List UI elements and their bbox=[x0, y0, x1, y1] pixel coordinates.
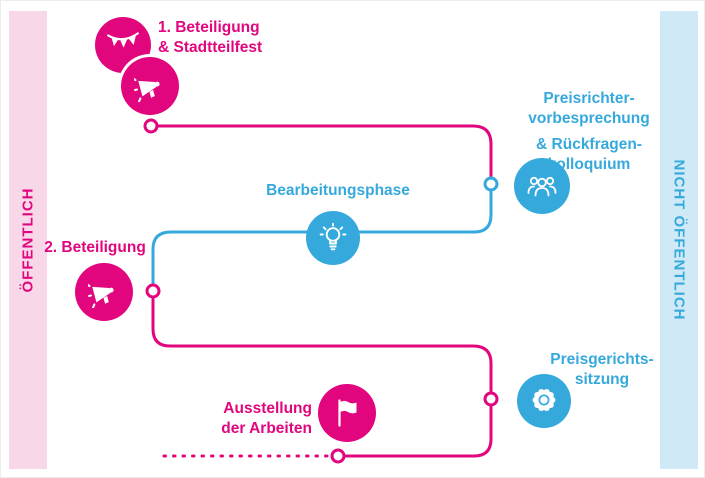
label-preisrichter: Preisrichter- vorbesprechung & Rückfrage… bbox=[501, 89, 677, 175]
rail-oeffentlich: ÖFFENTLICH bbox=[9, 11, 47, 469]
label-preisgericht: Preisgerichts- sitzung bbox=[529, 350, 675, 390]
node-beteiligung2 bbox=[75, 263, 133, 321]
node-bearbeitungsphase bbox=[306, 211, 360, 265]
bunting-icon bbox=[107, 32, 139, 48]
connector-segment-4 bbox=[344, 405, 493, 458]
megaphone-icon bbox=[88, 283, 114, 308]
label-ausstellung: Ausstellung der Arbeiten bbox=[181, 399, 312, 439]
junction-beteiligung2 bbox=[145, 283, 161, 299]
label-beteiligung2: 2. Beteiligung bbox=[37, 238, 153, 258]
connector-segment-1 bbox=[156, 124, 493, 178]
rail-nicht-oeffentlich: NICHT ÖFFENTLICH bbox=[660, 11, 698, 469]
label-ausstellung-line1: Ausstellung bbox=[223, 400, 312, 417]
label-preisrichter-line2: vorbesprechung bbox=[528, 110, 650, 127]
label-beteiligung2-text: 2. Beteiligung bbox=[44, 239, 146, 256]
junction-beteiligung1 bbox=[143, 118, 159, 134]
lightbulb-icon bbox=[319, 222, 347, 251]
label-preisgericht-line1: Preisgerichts- bbox=[550, 351, 654, 368]
node-preisrichter bbox=[514, 158, 570, 214]
label-beteiligung1-line2: & Stadtteilfest bbox=[158, 39, 263, 56]
label-beteiligung1: 1. Beteiligung & Stadtteilfest bbox=[158, 18, 262, 58]
label-preisrichter-line3: & Rückfragen- bbox=[536, 136, 642, 153]
label-beteiligung1-line1: 1. Beteiligung bbox=[158, 19, 260, 36]
node-beteiligung1-megaphone bbox=[121, 57, 179, 115]
node-preisgericht bbox=[517, 374, 571, 428]
junction-preisrichter bbox=[483, 176, 499, 192]
jury-icon bbox=[527, 176, 557, 197]
label-ausstellung-line2: der Arbeiten bbox=[221, 420, 312, 437]
label-preisrichter-line4: kolloquium bbox=[547, 156, 631, 173]
label-preisrichter-line1: Preisrichter- bbox=[543, 90, 635, 107]
junction-ausstellung bbox=[330, 448, 346, 464]
medal-icon bbox=[532, 389, 556, 411]
label-bearbeitungsphase-text: Bearbeitungsphase bbox=[266, 182, 410, 199]
flag-icon bbox=[338, 399, 357, 427]
connector-segment-3 bbox=[151, 297, 493, 393]
junction-preisgericht bbox=[483, 391, 499, 407]
megaphone-icon bbox=[134, 77, 160, 102]
label-bearbeitungsphase: Bearbeitungsphase bbox=[253, 181, 423, 201]
node-ausstellung bbox=[318, 384, 376, 442]
label-preisgericht-line2: sitzung bbox=[574, 371, 630, 388]
